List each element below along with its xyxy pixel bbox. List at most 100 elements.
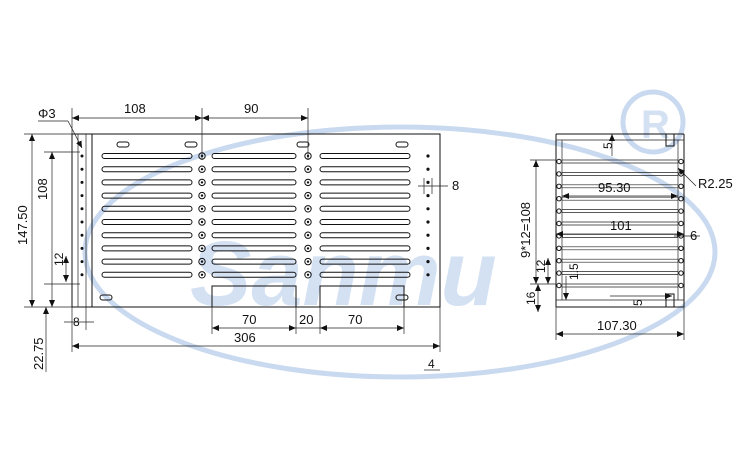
- dim-pitch-spec: 9*12=108: [518, 202, 533, 258]
- top-slot: [395, 141, 409, 148]
- edge-hole: [426, 220, 430, 224]
- mounting-hole: [198, 178, 206, 187]
- mounting-hole: [304, 205, 312, 213]
- top-slot: [184, 141, 198, 148]
- dim-left-offset: 8: [73, 315, 80, 329]
- mounting-hole: [198, 257, 206, 266]
- mounting-hole: [304, 178, 312, 187]
- fin-rivet: [556, 282, 562, 289]
- cooling-slot: [101, 271, 193, 278]
- flange-hole: [80, 167, 84, 171]
- cooling-slot: [319, 192, 411, 199]
- mounting-hole-center: [306, 194, 310, 197]
- cooling-slot: [101, 153, 193, 159]
- mounting-hole-center: [200, 194, 204, 197]
- cooling-slot: [211, 271, 297, 278]
- flange-hole: [80, 207, 84, 211]
- edge-hole: [426, 154, 430, 158]
- cooling-slot: [101, 232, 193, 239]
- mounting-hole-center: [306, 234, 310, 237]
- mounting-hole: [198, 165, 206, 173]
- watermark-ellipse: [82, 124, 718, 380]
- flange-hole: [80, 260, 84, 264]
- cooling-slots: [101, 153, 411, 278]
- bottom-cutout: [211, 285, 297, 307]
- flange-holes: [80, 154, 84, 277]
- flange-hole: [80, 220, 84, 224]
- dim-side-width: 107.30: [597, 318, 637, 333]
- watermark-text: Sanmu: [190, 223, 497, 325]
- cooling-slot: [319, 205, 411, 212]
- flange-hole: [80, 180, 84, 184]
- mounting-hole: [304, 231, 312, 239]
- dim-height-16: 16: [524, 291, 538, 305]
- dim-slot-gap: 20: [299, 312, 313, 327]
- fin-rivet: [678, 158, 684, 165]
- flange-hole: [80, 273, 84, 277]
- fin-rivet: [678, 270, 684, 276]
- fin-rivet: [556, 233, 562, 239]
- fin-rivet: [556, 171, 562, 177]
- mounting-hole: [198, 231, 206, 239]
- fin-rivet: [556, 220, 562, 227]
- mounting-hole: [304, 271, 312, 279]
- fin-rivet: [678, 183, 684, 190]
- dim-hole-diameter: Φ3: [38, 106, 56, 121]
- mounting-hole-center: [200, 247, 204, 250]
- cooling-slot: [211, 192, 297, 199]
- cooling-slot: [319, 245, 411, 252]
- dim-top-gap: 5: [601, 142, 615, 149]
- cooling-slot: [101, 179, 193, 186]
- cooling-slot: [211, 205, 297, 212]
- mounting-hole-center: [306, 181, 310, 184]
- mounting-hole-center: [306, 168, 310, 171]
- dim-inner-length: 101: [610, 218, 632, 233]
- bottom-slot: [395, 294, 409, 301]
- mounting-hole: [198, 244, 206, 253]
- cooling-slot: [319, 179, 411, 186]
- dim-slot-left: 70: [242, 312, 256, 327]
- dim-pitch-small: 12: [52, 252, 66, 266]
- mounting-hole-center: [200, 220, 204, 224]
- cooling-slot: [211, 219, 297, 225]
- fin-rivet: [556, 258, 562, 264]
- cooling-slot: [319, 258, 411, 265]
- mounting-hole: [304, 218, 312, 226]
- fin-rivet: [678, 282, 684, 289]
- dim-bottom-gap: 5: [631, 299, 645, 306]
- fin-rivet: [678, 208, 684, 214]
- mounting-hole-center: [200, 260, 204, 263]
- cooling-slot: [101, 192, 193, 199]
- top-tab: [665, 133, 675, 147]
- dim-slot-right: 70: [348, 312, 362, 327]
- cooling-slot: [101, 219, 193, 225]
- cooling-slot: [101, 205, 193, 212]
- flange-hole: [80, 246, 84, 250]
- fin-rivet: [556, 245, 562, 252]
- mounting-hole-center: [200, 181, 204, 184]
- mounting-hole: [198, 205, 206, 213]
- dim-total-width: 306: [234, 330, 256, 345]
- cooling-slot: [211, 179, 297, 186]
- cooling-slot: [211, 153, 297, 159]
- dim-1-5: 1.5: [567, 263, 581, 280]
- bottom-cutout: [319, 285, 405, 307]
- dim-top-left-width: 108: [124, 101, 146, 116]
- fin-rivet: [556, 208, 562, 214]
- dim-bottom-offset: 22.75: [31, 337, 46, 370]
- mounting-hole-center: [306, 273, 310, 276]
- edge-hole: [426, 273, 430, 277]
- left-flange: [71, 133, 93, 308]
- cooling-slot: [319, 219, 411, 225]
- edge-hole: [426, 180, 430, 184]
- bottom-slot: [99, 294, 113, 301]
- cooling-slot: [319, 232, 411, 239]
- flange-hole: [80, 194, 84, 198]
- dim-side-gap: 6: [690, 228, 697, 243]
- mounting-hole: [304, 257, 312, 266]
- edge-hole: [426, 207, 430, 211]
- cooling-slot: [319, 166, 411, 173]
- side-view: 5 95.30 R2.25 9*12=108 101 6 12 1.5 16 5: [518, 133, 733, 340]
- fin-rivet: [556, 158, 562, 165]
- fin-rivet: [556, 196, 562, 202]
